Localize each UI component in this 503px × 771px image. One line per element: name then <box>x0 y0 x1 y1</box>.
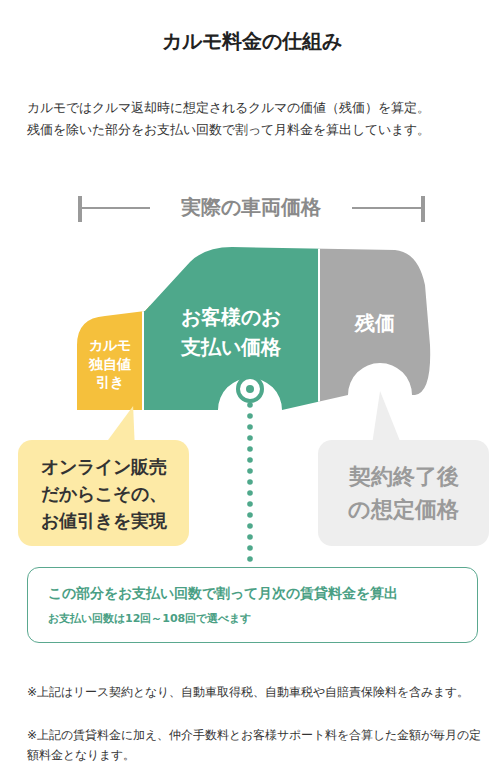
title: カルモ料金の仕組み <box>0 28 503 55</box>
intro-text: カルモではクルマ返却時に想定されるクルマの価値（残価）を算定。 <box>27 99 497 117</box>
node-text: 残価 <box>355 310 395 337</box>
node-subtext: お支払い回数は12回～108回で選べます <box>48 611 251 626</box>
wheel-marker <box>238 377 262 401</box>
node-text: お客様のお支払い価格 <box>178 302 284 362</box>
node-text: オンライン販売だからこその、お値引きを実現 <box>38 453 170 534</box>
bracket-label: 実際の車両価格 <box>156 194 346 221</box>
callout-bubble: 契約終了後の想定価格 <box>318 440 489 546</box>
info-box: この部分をお支払い回数で割って月次の賃貸料金を算出お支払い回数は12回～108回… <box>27 567 478 643</box>
residual-segment: 残価 <box>319 262 430 395</box>
intro-text: 残価を除いた部分をお支払い回数で割って月料金を算出しています。 <box>27 121 497 139</box>
car-body <box>60 230 449 430</box>
callout-tail <box>107 406 135 442</box>
payment-segment: お客様のお支払い価格 <box>143 262 319 410</box>
footnote: ※上記はリース契約となり、自動車取得税、自動車税や自賠責保険料を含みます。 <box>27 682 482 702</box>
discount-segment: カルモ独自値引き <box>77 318 143 410</box>
dotted-leader <box>247 402 253 562</box>
node-text: カルモ独自値引き <box>88 336 132 393</box>
callout-tail <box>372 391 400 442</box>
footnote: ※上記の賃貸料金に加え、仲介手数料とお客様サポート料を合算した金額が毎月の定額料… <box>27 725 482 765</box>
node-text: 契約終了後の想定価格 <box>346 460 462 526</box>
node-text: この部分をお支払い回数で割って月次の賃貸料金を算出 <box>48 585 398 603</box>
callout-bubble: オンライン販売だからこその、お値引きを実現 <box>18 440 189 546</box>
